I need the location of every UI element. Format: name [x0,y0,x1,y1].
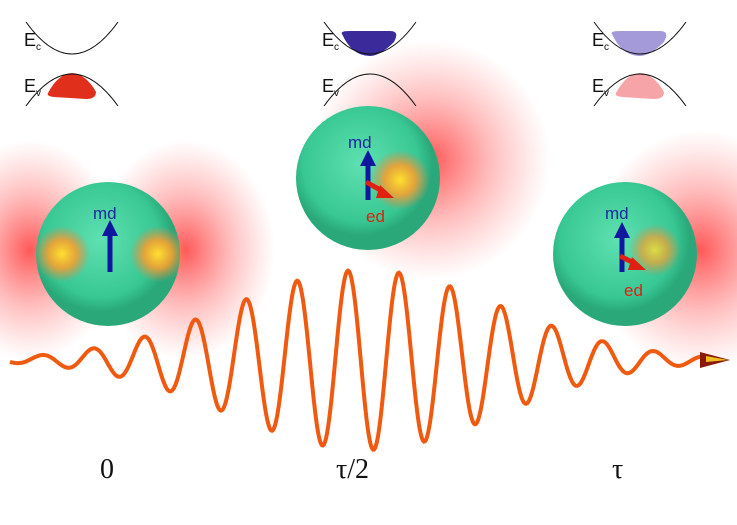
time-label-half: τ/2 [336,454,369,485]
valence-band-curve [593,73,687,107]
conduction-band-curve [25,21,119,55]
ev-label: Ev [24,76,41,99]
ec-label: Ec [322,30,339,53]
pulse-wave [9,268,705,452]
sphere-1: md ed [296,106,440,250]
md-arrow-head [614,222,630,238]
md-arrow-head [102,220,118,236]
md-label: md [348,133,372,152]
ed-arrow-head [628,257,646,270]
hotspot [34,226,90,282]
ev-label: Ev [322,76,339,99]
conduction-band-curve [593,21,687,55]
conduction-band-curve [323,21,417,55]
ed-label: ed [366,207,385,226]
md-label: md [605,204,629,223]
hotspot [130,226,186,282]
wave-arrow-head-highlight [706,356,728,362]
conduction-fill [611,31,667,56]
conduction-fill [341,31,397,56]
valence-band-curve [25,73,119,107]
ec-label: Ec [592,30,609,53]
md-arrow-head [360,150,376,166]
md-label: md [93,204,117,223]
time-label-tau: τ [612,454,623,485]
valence-fill [615,73,664,99]
ev-label: Ev [592,76,609,99]
hotspot [370,150,430,210]
sphere-2: md ed [553,182,697,326]
ed-arrow-head [376,185,394,198]
ec-label: Ec [24,30,41,53]
hotspot [629,224,681,276]
sphere-0: md [34,182,186,326]
valence-fill [47,73,96,99]
ed-label: ed [624,281,643,300]
valence-band-curve [323,73,417,107]
time-label-0: 0 [100,454,114,485]
